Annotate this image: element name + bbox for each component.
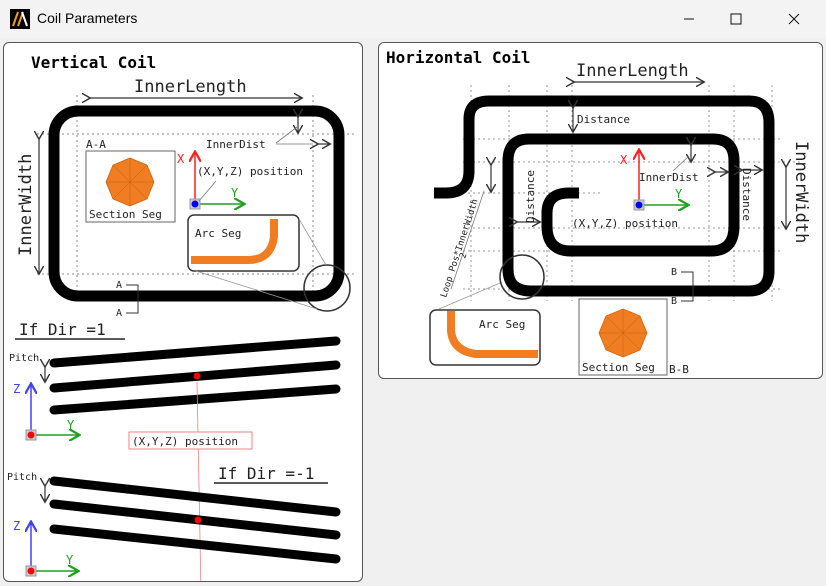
pitch1-label: Pitch (9, 353, 39, 364)
close-icon (788, 13, 800, 25)
h-y-axis-label: Y (675, 187, 683, 201)
dir1-title: If Dir =1 (19, 320, 106, 339)
app-logo-icon (10, 9, 30, 29)
section-seg-label: Section Seg (89, 208, 162, 221)
loop-pos-denominator: 2 (458, 252, 469, 260)
arc-seg-shape (191, 219, 278, 264)
h-inner-dist-label: InnerDist (639, 171, 699, 184)
h-inner-length-label: InnerLength (576, 61, 689, 81)
cut-b-bottom: B (671, 296, 677, 307)
z-axis-label-2: Z (13, 519, 20, 533)
h-inner-width-label: InnerWidth (791, 141, 811, 243)
cut-a-top: A (116, 280, 122, 291)
y-axis-label-1: Y (67, 418, 75, 432)
minimize-button[interactable] (666, 0, 712, 38)
horizontal-coil-title: Horizontal Coil (386, 48, 531, 67)
vertical-coil-diagram: Vertical Coil InnerLength InnerWidth Inn… (7, 53, 355, 586)
h-arc-seg-label: Arc Seg (479, 318, 525, 331)
inner-length-label: InnerLength (134, 77, 247, 97)
arc-seg-label: Arc Seg (195, 227, 241, 240)
pitch2-label: Pitch (7, 472, 37, 483)
maximize-button[interactable] (713, 0, 759, 38)
title-bar: Coil Parameters (0, 0, 826, 38)
h-position-label: (X,Y,Z) position (572, 217, 678, 230)
h-arc-seg-shape (447, 311, 538, 358)
pitch-position-label: (X,Y,Z) position (132, 435, 238, 448)
inner-dist-label: InnerDist (206, 138, 266, 151)
position-label: (X,Y,Z) position (197, 165, 303, 178)
dir2-title: If Dir =-1 (218, 464, 314, 483)
distance-left-label: Distance (524, 170, 537, 223)
h-x-axis-label: X (620, 153, 628, 167)
y-axis-label: Y (231, 186, 239, 200)
distance-right-label: Distance (740, 168, 753, 221)
dir2-position-dot (194, 516, 202, 524)
close-button[interactable] (771, 0, 817, 38)
minimize-icon (684, 18, 694, 20)
section-a-label: A-A (86, 138, 106, 151)
y-axis-label-2: Y (66, 553, 74, 567)
h-arc-zoom-circle (499, 254, 545, 300)
inner-width-label: InnerWidth (16, 154, 36, 256)
vertical-coil-title: Vertical Coil (31, 53, 156, 72)
h-section-seg-label: Section Seg (582, 361, 655, 374)
cut-b-top: B (671, 267, 677, 278)
vertical-coil-panel: Vertical Coil InnerLength InnerWidth Inn… (3, 42, 363, 586)
cut-a-bottom: A (116, 308, 122, 319)
horizontal-coil-diagram: Horizontal Coil InnerLength Distance Dis… (386, 48, 811, 376)
origin-point (191, 200, 199, 208)
horizontal-coil-loop (434, 95, 775, 297)
dir1-position-dot (193, 372, 201, 380)
section-b-label: B-B (669, 363, 689, 376)
pitch-position-box (128, 431, 253, 450)
window-title: Coil Parameters (37, 10, 138, 26)
z-axis-label-1: Z (13, 382, 20, 396)
distance-top-label: Distance (577, 113, 630, 126)
vertical-coil-loop (48, 105, 345, 302)
x-axis-label: X (177, 152, 185, 166)
maximize-icon (730, 13, 742, 25)
arc-zoom-circle (303, 264, 351, 312)
h-origin-point (635, 201, 643, 209)
loop-pos-label: Loop Pos*InnerWidth (439, 198, 480, 299)
horizontal-coil-panel: Horizontal Coil InnerLength Distance Dis… (378, 42, 823, 379)
